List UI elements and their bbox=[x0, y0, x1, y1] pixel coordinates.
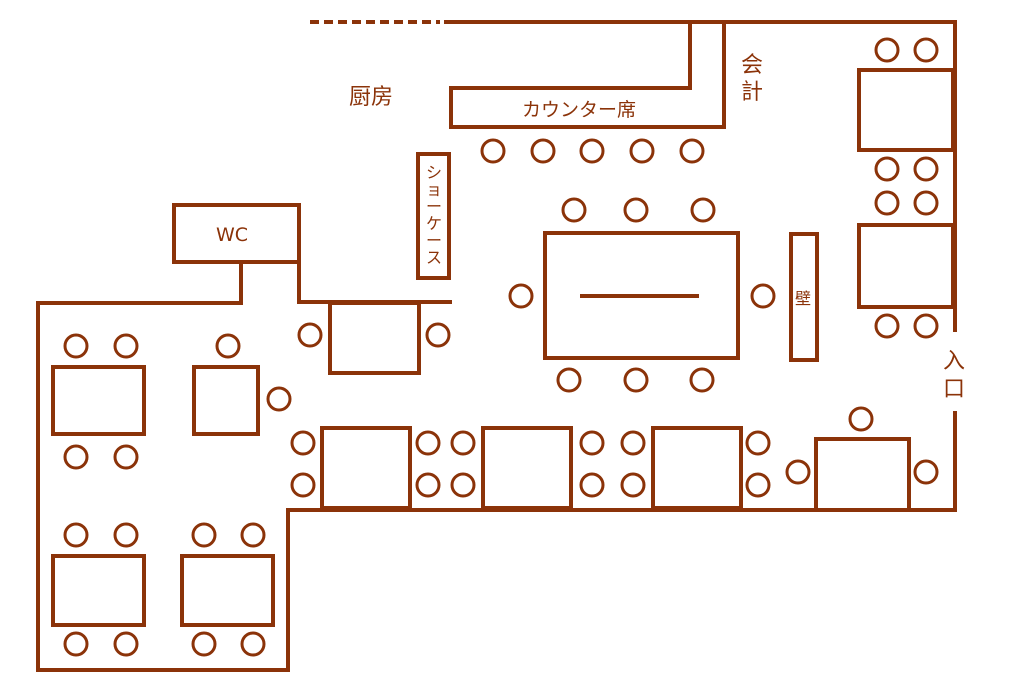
seat[interactable] bbox=[113, 333, 139, 359]
seat[interactable] bbox=[913, 459, 939, 485]
seat[interactable] bbox=[63, 444, 89, 470]
seat[interactable] bbox=[689, 367, 715, 393]
seat[interactable] bbox=[690, 197, 716, 223]
seat[interactable] bbox=[874, 156, 900, 182]
seat[interactable] bbox=[913, 37, 939, 63]
dining-table[interactable] bbox=[814, 437, 911, 512]
seat[interactable] bbox=[913, 156, 939, 182]
kitchen-side-table[interactable] bbox=[328, 301, 421, 375]
seat[interactable] bbox=[215, 333, 241, 359]
dining-table[interactable] bbox=[481, 426, 573, 510]
dining-table[interactable] bbox=[320, 426, 412, 510]
entrance-label-2: 口 bbox=[943, 377, 965, 402]
seat[interactable] bbox=[620, 430, 646, 456]
showcase-char: ー bbox=[426, 231, 442, 250]
partition-wall bbox=[789, 232, 819, 362]
dining-table[interactable] bbox=[651, 426, 743, 510]
seat[interactable] bbox=[415, 430, 441, 456]
seat[interactable] bbox=[874, 190, 900, 216]
seat[interactable] bbox=[240, 522, 266, 548]
seat[interactable] bbox=[556, 367, 582, 393]
seat[interactable] bbox=[113, 522, 139, 548]
showcase bbox=[416, 152, 451, 280]
seat[interactable] bbox=[63, 631, 89, 657]
counter-back-wall bbox=[449, 20, 726, 129]
seat[interactable] bbox=[450, 430, 476, 456]
seat[interactable] bbox=[297, 322, 323, 348]
showcase-char: ョ bbox=[426, 180, 442, 199]
seat[interactable] bbox=[530, 138, 556, 164]
wall-label: 壁 bbox=[795, 289, 811, 308]
dining-table[interactable] bbox=[857, 223, 955, 309]
seat[interactable] bbox=[191, 522, 217, 548]
showcase-char: ケ bbox=[426, 214, 442, 233]
cashier-label-2: 計 bbox=[741, 80, 763, 105]
seat[interactable] bbox=[623, 197, 649, 223]
wc-room[interactable] bbox=[172, 203, 301, 264]
seat[interactable] bbox=[240, 631, 266, 657]
seat[interactable] bbox=[785, 459, 811, 485]
dining-table[interactable] bbox=[192, 365, 260, 436]
bottom-right-wall bbox=[36, 260, 957, 672]
dining-table[interactable] bbox=[51, 365, 146, 436]
seat[interactable] bbox=[579, 138, 605, 164]
fixtures bbox=[172, 152, 819, 375]
seat[interactable] bbox=[579, 472, 605, 498]
tables bbox=[51, 68, 955, 627]
seat[interactable] bbox=[425, 322, 451, 348]
seat[interactable] bbox=[745, 472, 771, 498]
seat[interactable] bbox=[874, 37, 900, 63]
seat[interactable] bbox=[290, 472, 316, 498]
seat[interactable] bbox=[629, 138, 655, 164]
seat[interactable] bbox=[579, 430, 605, 456]
seat[interactable] bbox=[480, 138, 506, 164]
wc-label: WC bbox=[216, 224, 248, 246]
showcase-char: ス bbox=[426, 248, 442, 267]
seat[interactable] bbox=[415, 472, 441, 498]
seat[interactable] bbox=[623, 367, 649, 393]
seat[interactable] bbox=[561, 197, 587, 223]
seat[interactable] bbox=[620, 472, 646, 498]
seat[interactable] bbox=[290, 430, 316, 456]
seat[interactable] bbox=[63, 333, 89, 359]
dining-table[interactable] bbox=[857, 68, 955, 152]
dining-table[interactable] bbox=[180, 554, 275, 627]
seat[interactable] bbox=[450, 472, 476, 498]
seat[interactable] bbox=[679, 138, 705, 164]
cashier-label-1: 会 bbox=[741, 53, 763, 78]
seat[interactable] bbox=[113, 444, 139, 470]
seat[interactable] bbox=[191, 631, 217, 657]
seat[interactable] bbox=[266, 386, 292, 412]
seat[interactable] bbox=[874, 313, 900, 339]
seat[interactable] bbox=[745, 430, 771, 456]
seat[interactable] bbox=[913, 313, 939, 339]
seat[interactable] bbox=[113, 631, 139, 657]
showcase-char: シ bbox=[426, 163, 442, 182]
seat[interactable] bbox=[508, 283, 534, 309]
showcase-char: ー bbox=[426, 197, 442, 216]
seat[interactable] bbox=[63, 522, 89, 548]
dining-table[interactable] bbox=[51, 554, 146, 627]
entrance-label-1: 入 bbox=[943, 349, 965, 374]
counter-label: カウンター席 bbox=[522, 99, 636, 121]
seat[interactable] bbox=[750, 283, 776, 309]
seat[interactable] bbox=[848, 406, 874, 432]
kitchen-label: 厨房 bbox=[349, 85, 393, 110]
seats bbox=[63, 37, 939, 657]
seat[interactable] bbox=[913, 190, 939, 216]
